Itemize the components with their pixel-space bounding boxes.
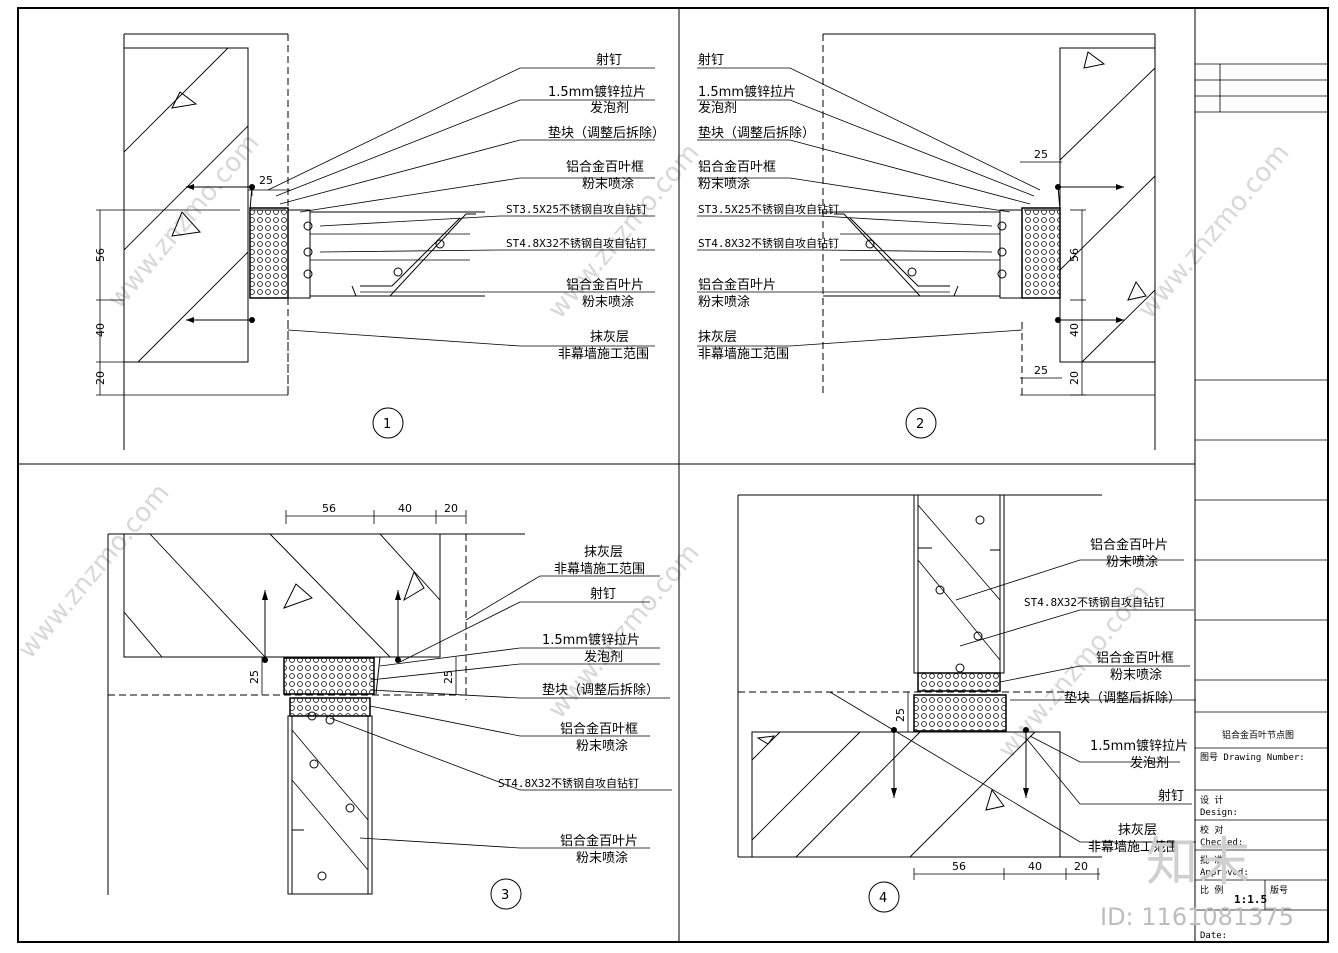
detail-1-marker bbox=[372, 407, 404, 439]
dim-40: 40 bbox=[1068, 323, 1081, 337]
detail-4: 56 40 20 25 铝合金百叶片 粉末喷涂 ST4.8X32不锈钢自攻自钻钉… bbox=[737, 494, 1196, 913]
design-label-en: Design: bbox=[1200, 808, 1238, 818]
detail-2: 56 40 20 25 25 射钉 1.5mm镀锌拉片 发泡剂 垫块（调整后拆除… bbox=[697, 33, 1156, 450]
detail-1: 56 40 20 25 射钉 1.5mm镀锌拉片 发泡剂 垫块（调整后拆除） 铝… bbox=[94, 33, 665, 450]
detail-3: 56 40 20 25 25 抹灰层 非幕墙施工范围 射钉 1.5mm镀锌拉片 … bbox=[107, 502, 672, 910]
label-galv-strip: 1.5mm镀锌拉片 bbox=[548, 84, 646, 100]
dim-40: 40 bbox=[94, 323, 107, 337]
label-nonscope: 非幕墙施工范围 bbox=[558, 347, 649, 362]
checked-label-en: Checked: bbox=[1200, 838, 1243, 848]
detail-2-marker bbox=[905, 407, 937, 439]
label-screw2: ST4.8X32不锈钢自攻自钻钉 bbox=[698, 236, 839, 250]
label-screw2: ST4.8X32不锈钢自攻自钻钉 bbox=[498, 776, 639, 790]
label-shim: 垫块（调整后拆除） bbox=[1064, 690, 1181, 706]
detail-3-number: 3 bbox=[501, 888, 509, 903]
id-watermark: ID: 1161081375 bbox=[1100, 903, 1294, 931]
scale-value: 1:1.5 bbox=[1234, 893, 1267, 906]
title-block: 铝合金百叶节点图 图号 Drawing Number: 设 计 Design: … bbox=[1195, 63, 1328, 941]
drawing-number-label: 图号 Drawing Number: bbox=[1200, 752, 1305, 763]
label-blade: 铝合金百叶片 bbox=[1090, 537, 1168, 553]
dim-40: 40 bbox=[1028, 860, 1042, 873]
detail-2-number: 2 bbox=[916, 417, 924, 432]
label-shot-nail: 射钉 bbox=[590, 586, 616, 602]
dim-20: 20 bbox=[1068, 371, 1081, 385]
label-shot-nail: 射钉 bbox=[1158, 788, 1184, 804]
label-shot-nail: 射钉 bbox=[596, 52, 622, 68]
sheet-border bbox=[17, 7, 1329, 943]
watermark-site: www.znzmo.com bbox=[1132, 138, 1295, 324]
detail-3-marker bbox=[490, 878, 522, 910]
approved-label: 批 准 bbox=[1200, 854, 1223, 866]
label-powder: 粉末喷涂 bbox=[582, 294, 634, 310]
dim-25: 25 bbox=[259, 174, 273, 187]
dim-20: 20 bbox=[1074, 860, 1088, 873]
label-powder: 粉末喷涂 bbox=[576, 850, 628, 866]
drawing-title: 铝合金百叶节点图 bbox=[1222, 729, 1294, 741]
label-shot-nail: 射钉 bbox=[698, 52, 724, 68]
label-plaster: 抹灰层 bbox=[584, 545, 623, 560]
watermark-site: www.znzmo.com bbox=[12, 478, 175, 664]
dim-56: 56 bbox=[322, 502, 336, 515]
label-frame: 铝合金百叶框 bbox=[1096, 650, 1174, 666]
label-shim: 垫块（调整后拆除） bbox=[698, 125, 815, 141]
date-label: Date: bbox=[1200, 931, 1227, 941]
label-plaster: 抹灰层 bbox=[590, 330, 629, 345]
label-galv-strip: 1.5mm镀锌拉片 bbox=[698, 84, 796, 100]
label-shim: 垫块（调整后拆除） bbox=[548, 125, 665, 141]
label-powder: 粉末喷涂 bbox=[1106, 554, 1158, 570]
label-foam: 发泡剂 bbox=[698, 100, 737, 116]
dim-25: 25 bbox=[894, 708, 907, 722]
label-powder: 粉末喷涂 bbox=[576, 738, 628, 754]
label-galv-strip: 1.5mm镀锌拉片 bbox=[1090, 738, 1188, 754]
label-foam: 发泡剂 bbox=[590, 100, 629, 116]
label-shim: 垫块（调整后拆除） bbox=[542, 682, 659, 698]
watermark-site: www.znzmo.com bbox=[102, 128, 265, 314]
detail-4-marker bbox=[868, 881, 900, 913]
label-nonscope: 非幕墙施工范围 bbox=[1088, 840, 1179, 855]
label-powder: 粉末喷涂 bbox=[1110, 667, 1162, 683]
watermark-layer: www.znzmo.com www.znzmo.com www.znzmo.co… bbox=[12, 128, 1295, 764]
dim-56: 56 bbox=[94, 248, 107, 262]
label-powder: 粉末喷涂 bbox=[582, 176, 634, 192]
label-foam: 发泡剂 bbox=[1130, 755, 1169, 771]
dim-56: 56 bbox=[952, 860, 966, 873]
dim-25: 25 bbox=[1034, 148, 1048, 161]
label-frame: 铝合金百叶框 bbox=[560, 721, 638, 737]
version-label: 版号 bbox=[1270, 884, 1288, 896]
label-screw2: ST4.8X32不锈钢自攻自钻钉 bbox=[1024, 595, 1165, 609]
label-screw1: ST3.5X25不锈钢自攻自钻钉 bbox=[506, 202, 647, 216]
dim-56: 56 bbox=[1068, 248, 1081, 262]
dim-25: 25 bbox=[442, 670, 455, 684]
design-label: 设 计 bbox=[1200, 794, 1223, 806]
dim-40: 40 bbox=[398, 502, 412, 515]
checked-label: 校 对 bbox=[1200, 824, 1223, 836]
label-galv-strip: 1.5mm镀锌拉片 bbox=[542, 632, 640, 648]
scale-label: 比 例 bbox=[1200, 884, 1223, 896]
dim-20: 20 bbox=[444, 502, 458, 515]
label-plaster: 抹灰层 bbox=[698, 330, 737, 345]
label-nonscope: 非幕墙施工范围 bbox=[698, 347, 789, 362]
label-screw2: ST4.8X32不锈钢自攻自钻钉 bbox=[506, 236, 647, 250]
label-powder: 粉末喷涂 bbox=[698, 294, 750, 310]
dim-25: 25 bbox=[1034, 364, 1048, 377]
label-foam: 发泡剂 bbox=[584, 649, 623, 665]
dim-20: 20 bbox=[94, 371, 107, 385]
label-frame: 铝合金百叶框 bbox=[698, 159, 776, 175]
label-screw1: ST3.5X25不锈钢自攻自钻钉 bbox=[698, 202, 839, 216]
brand-watermark: 知末 bbox=[1146, 833, 1250, 893]
label-blade: 铝合金百叶片 bbox=[566, 277, 644, 293]
label-blade: 铝合金百叶片 bbox=[698, 277, 776, 293]
detail-1-number: 1 bbox=[383, 417, 391, 432]
label-plaster: 抹灰层 bbox=[1118, 823, 1157, 838]
detail-4-number: 4 bbox=[879, 891, 887, 906]
label-nonscope: 非幕墙施工范围 bbox=[554, 562, 645, 577]
label-blade: 铝合金百叶片 bbox=[560, 833, 638, 849]
approved-label-en: Approved: bbox=[1200, 868, 1249, 878]
label-frame: 铝合金百叶框 bbox=[566, 159, 644, 175]
dim-25: 25 bbox=[248, 670, 261, 684]
label-powder: 粉末喷涂 bbox=[698, 176, 750, 192]
